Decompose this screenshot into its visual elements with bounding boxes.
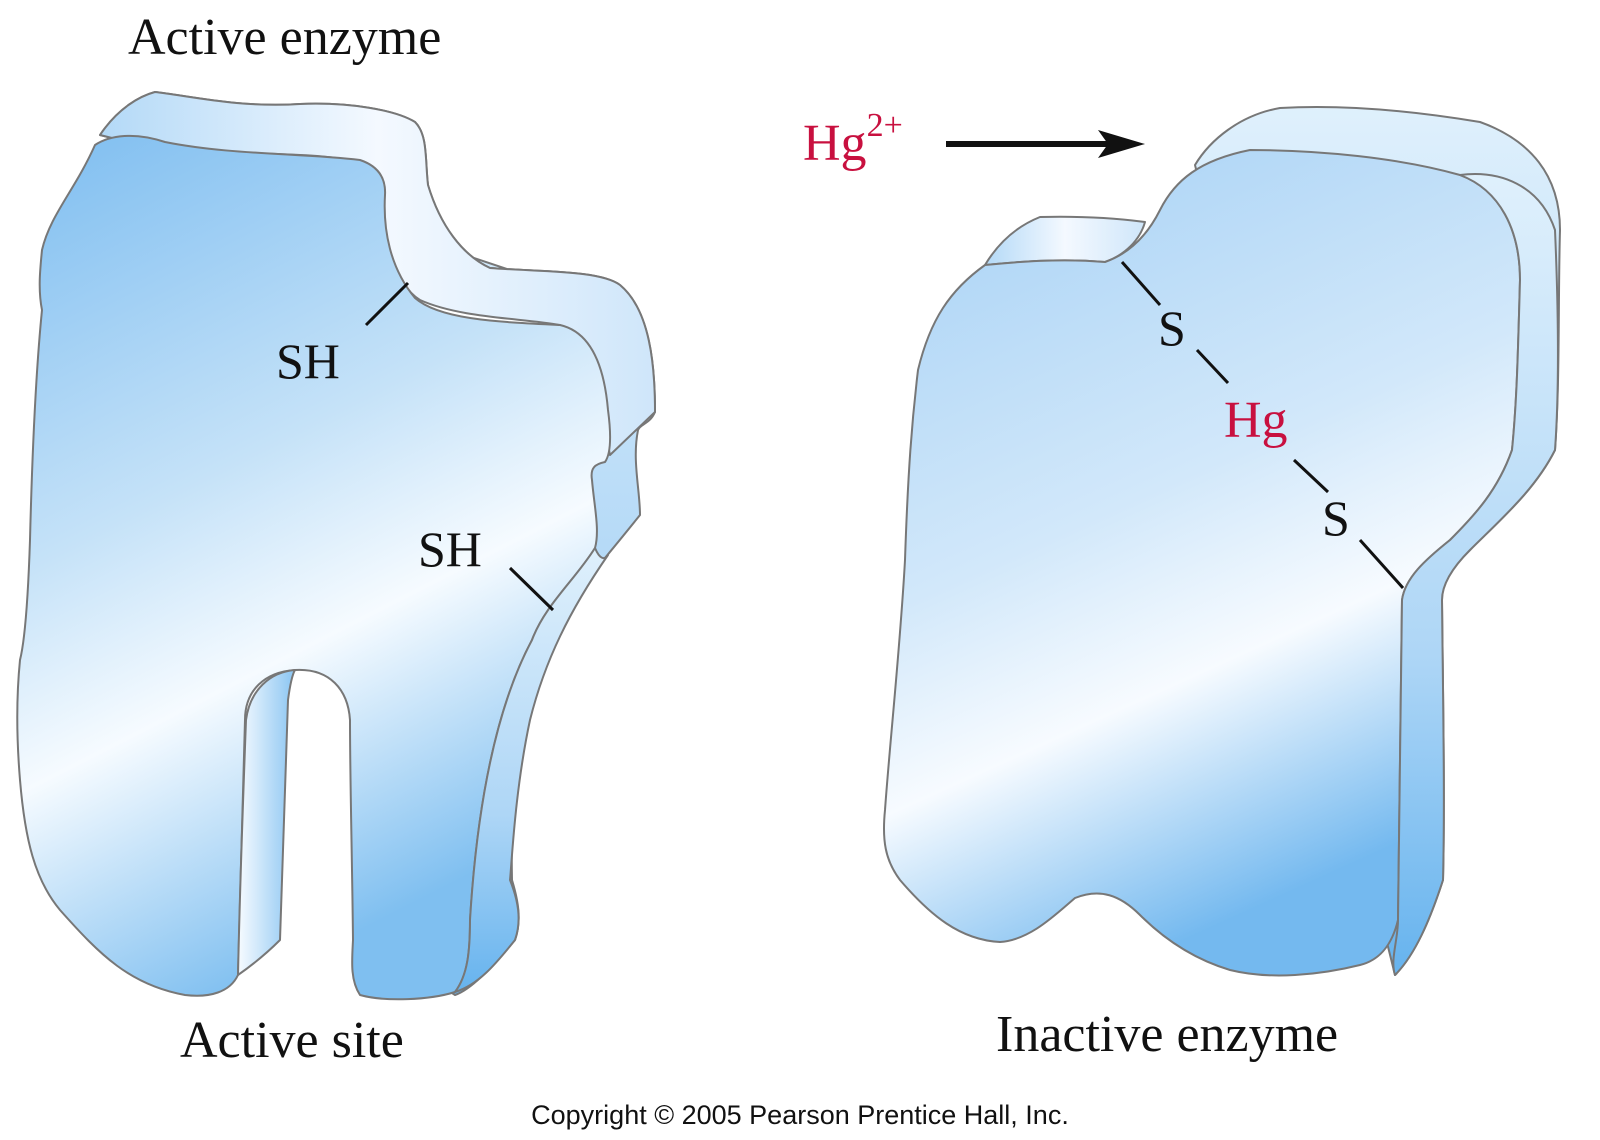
active-enzyme-side-face [454,547,609,993]
active-site-groove [237,669,296,976]
reagent-arrow [946,130,1145,158]
mercury-ion-label: Hg2+ [803,107,903,172]
mercury-ion-charge: 2+ [867,107,903,144]
sulfur-label-top: S [1158,300,1186,356]
mercury-ion-symbol: Hg [803,115,867,172]
active-enzyme-shape [16,91,656,1001]
inactive-enzyme-shape [882,105,1561,977]
s-hg-bond-bottom [1292,458,1330,494]
s-bond-bottom-outer [1358,538,1405,590]
mercury-bridge-label: Hg [1224,392,1288,449]
s-hg-bond-top [1195,348,1230,385]
inactive-enzyme-caption: Inactive enzyme [996,1006,1338,1063]
sh-bond-bottom [508,566,555,612]
sulfur-label-bottom: S [1322,490,1350,546]
sh-label-bottom: SH [418,521,482,577]
sh-label-top: SH [276,333,340,389]
inactive-enzyme-side-face [1392,173,1560,976]
sh-bond-top [364,281,410,327]
active-site-caption: Active site [180,1012,404,1069]
copyright-notice: Copyright © 2005 Pearson Prentice Hall, … [531,1100,1069,1130]
active-enzyme-title: Active enzyme [128,9,441,66]
inactive-enzyme-front-face [882,149,1521,977]
active-enzyme-front-face [16,134,612,1001]
reagent-arrow-head [1098,130,1145,158]
s-bond-top-outer [1120,261,1162,306]
